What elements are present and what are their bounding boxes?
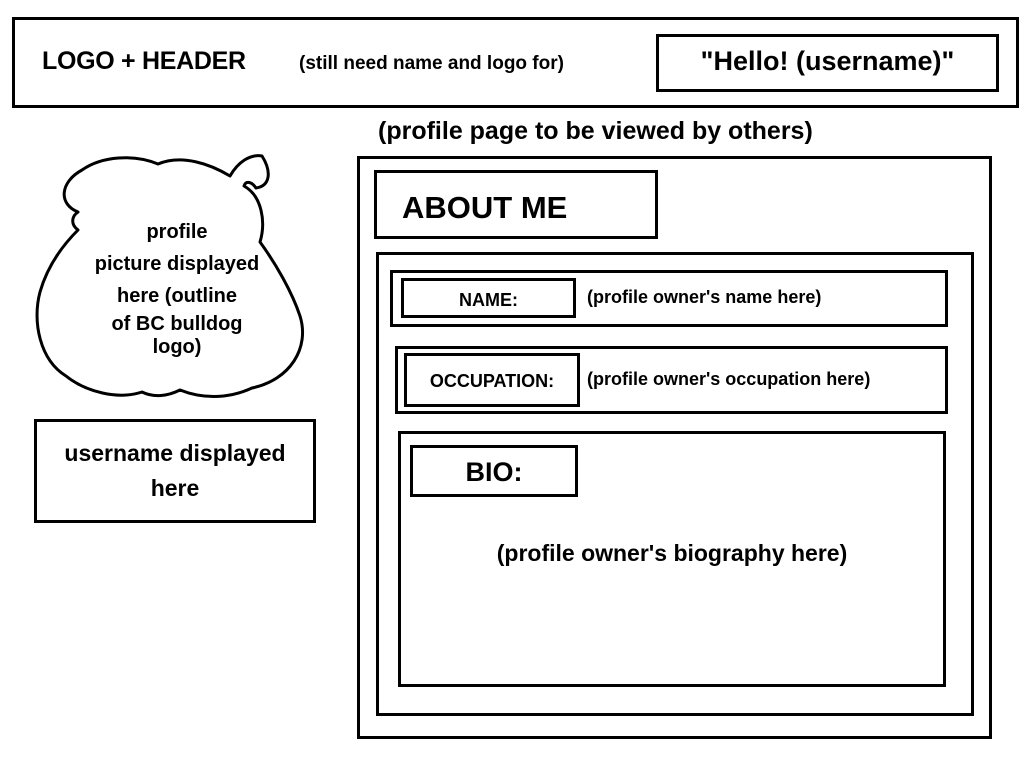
bulldog-outline-icon [35, 154, 305, 398]
profile-picture-caption: profile picture displayed here (outline … [82, 216, 272, 358]
username-box: username displayed here [34, 419, 316, 523]
caption-line: picture displayed [94, 253, 260, 275]
occupation-label: OCCUPATION: [429, 371, 555, 391]
caption-line: of BC bulldog [111, 313, 243, 335]
header-note: (still need name and logo for) [299, 53, 564, 74]
bio-label-box: BIO: [410, 445, 578, 497]
occupation-label-box: OCCUPATION: [404, 353, 580, 407]
greeting-box: "Hello! (username)" [656, 34, 999, 92]
logo-header-placeholder[interactable]: LOGO + HEADER [42, 47, 246, 75]
occupation-value: (profile owner's occupation here) [587, 369, 871, 389]
about-me-title: ABOUT ME [402, 190, 568, 225]
username-display: username displayed here [37, 436, 313, 506]
bio-label: BIO: [465, 457, 523, 487]
greeting-text: "Hello! (username)" [700, 46, 955, 76]
about-me-header: ABOUT ME [374, 170, 658, 239]
caption-line: profile [146, 221, 208, 243]
profile-picture[interactable]: profile picture displayed here (outline … [30, 152, 310, 404]
username-line: username displayed [64, 440, 286, 466]
caption-line: logo) [152, 336, 202, 358]
name-label: NAME: [459, 290, 518, 310]
name-value: (profile owner's name here) [587, 287, 822, 307]
page-note: (profile page to be viewed by others) [378, 117, 813, 145]
caption-line: here (outline [116, 285, 237, 307]
username-line: here [150, 475, 200, 501]
name-label-box: NAME: [401, 278, 576, 318]
bio-value: (profile owner's biography here) [496, 540, 848, 566]
